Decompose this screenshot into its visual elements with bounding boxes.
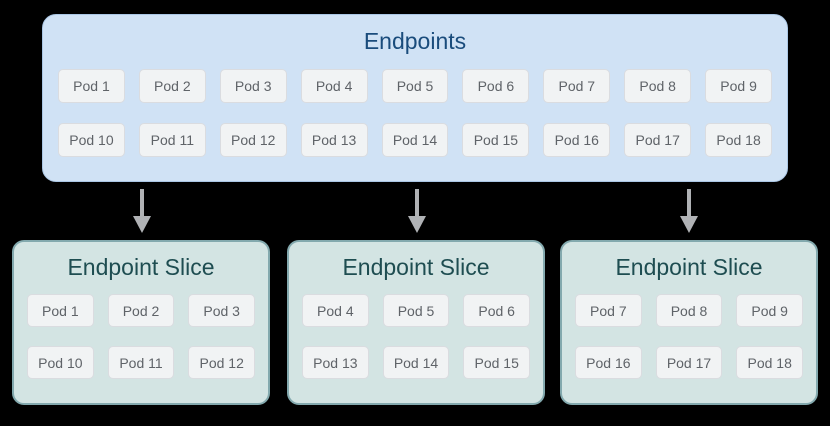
pod-box: Pod 16 — [543, 123, 611, 157]
arrow-stem — [415, 189, 419, 216]
endpoints-pod-row-1: Pod 1 Pod 2 Pod 3 Pod 4 Pod 5 Pod 6 Pod 7 Pod 8… — [58, 69, 773, 103]
arrow-stem — [687, 189, 691, 216]
pod-box: Pod 7 — [575, 294, 642, 327]
pod-box: Pod 14 — [382, 346, 450, 379]
endpoints-pod-row-2: Pod 10 Pod 11 Pod 12 Pod 13 Pod 14 Pod 15 Pod … — [58, 123, 773, 157]
pod-box: Pod 16 — [575, 346, 642, 379]
pod-box: Pod 4 — [300, 69, 368, 103]
pod-box: Pod 17 — [655, 346, 723, 379]
pod-box: Pod 13 — [302, 346, 369, 379]
arrow-head — [408, 216, 426, 233]
slice-3-pod-row-2: Pod 16 Pod 17 Pod 18 — [575, 346, 804, 379]
pod-box: Pod 11 — [138, 123, 206, 157]
pod-box: Pod 3 — [188, 294, 256, 327]
arrow-stem — [140, 189, 144, 216]
endpoint-slice-title: Endpoint Slice — [67, 254, 215, 280]
pod-box: Pod 6 — [463, 294, 531, 327]
pod-box: Pod 5 — [381, 69, 449, 103]
slice-1-pod-row-1: Pod 1 Pod 2 Pod 3 — [27, 294, 256, 327]
pod-box: Pod 8 — [655, 294, 723, 327]
pod-box: Pod 5 — [382, 294, 450, 327]
pod-box: Pod 11 — [107, 346, 175, 379]
pod-box: Pod 15 — [462, 123, 530, 157]
pod-box: Pod 2 — [138, 69, 206, 103]
pod-box: Pod 13 — [300, 123, 368, 157]
pod-box: Pod 12 — [219, 123, 287, 157]
pod-box: Pod 9 — [736, 294, 804, 327]
pod-box: Pod 1 — [58, 69, 125, 103]
down-arrow-icon — [133, 189, 151, 233]
endpoint-slice-title: Endpoint Slice — [342, 254, 490, 280]
endpoints-title: Endpoints — [363, 28, 467, 54]
pod-box: Pod 10 — [58, 123, 125, 157]
pod-box: Pod 15 — [463, 346, 531, 379]
slice-3-pod-row-1: Pod 7 Pod 8 Pod 9 — [575, 294, 804, 327]
pod-box: Pod 7 — [543, 69, 611, 103]
pod-box: Pod 14 — [381, 123, 449, 157]
pod-box: Pod 2 — [107, 294, 175, 327]
pod-box: Pod 12 — [188, 346, 256, 379]
pod-box: Pod 18 — [736, 346, 804, 379]
arrow-head — [133, 216, 151, 233]
pod-box: Pod 4 — [302, 294, 369, 327]
pod-box: Pod 9 — [705, 69, 773, 103]
pod-box: Pod 8 — [624, 69, 692, 103]
pod-box: Pod 17 — [624, 123, 692, 157]
down-arrow-icon — [408, 189, 426, 233]
pod-box: Pod 18 — [705, 123, 773, 157]
down-arrow-icon — [680, 189, 698, 233]
slice-2-pod-row-2: Pod 13 Pod 14 Pod 15 — [302, 346, 531, 379]
slice-1-pod-row-2: Pod 10 Pod 11 Pod 12 — [27, 346, 256, 379]
arrow-head — [680, 216, 698, 233]
endpoints-box: Endpoints Pod 1 Pod 2 Pod 3 Pod 4 Pod 5 Pod 6… — [42, 14, 788, 182]
pod-box: Pod 6 — [462, 69, 530, 103]
endpoint-slice-title: Endpoint Slice — [615, 254, 763, 280]
slice-2-pod-row-1: Pod 4 Pod 5 Pod 6 — [302, 294, 531, 327]
pod-box: Pod 10 — [27, 346, 94, 379]
pod-box: Pod 1 — [27, 294, 94, 327]
pod-box: Pod 3 — [219, 69, 287, 103]
